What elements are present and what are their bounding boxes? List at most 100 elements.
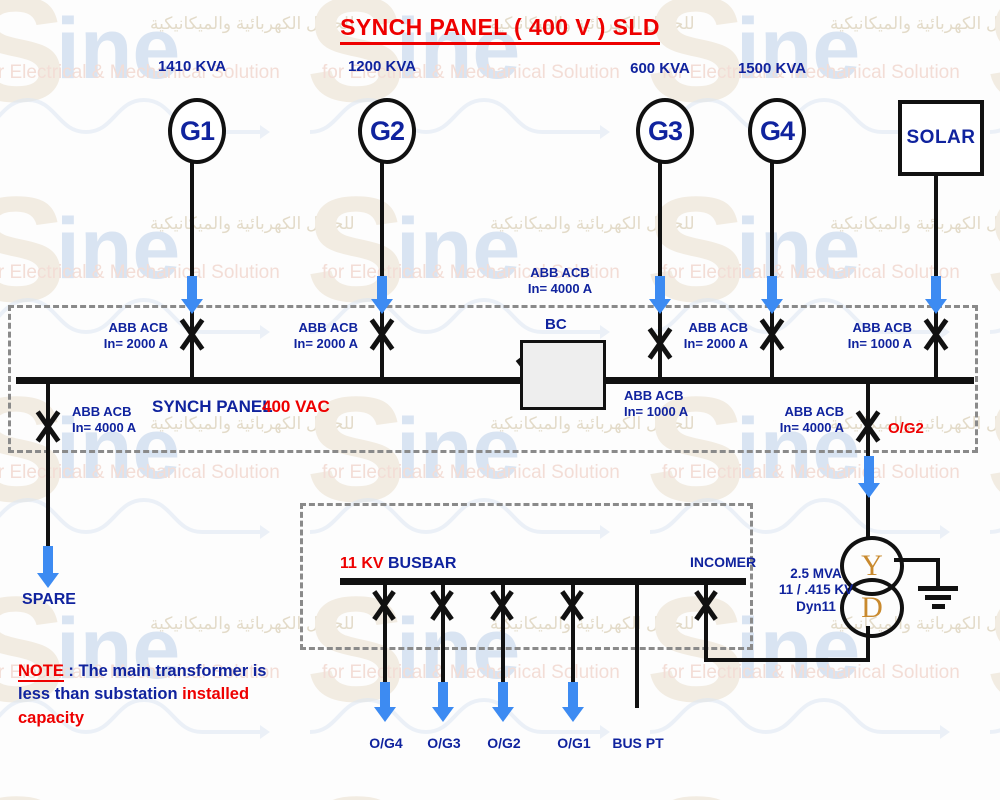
watermark-sine-wave-icon [990, 528, 1000, 534]
spare-feeder-line [46, 452, 50, 550]
note-block: NOTE : The main transformer is less than… [18, 660, 298, 730]
spare-branch-dropper [46, 380, 50, 452]
og4-label: O/G4 [369, 735, 403, 751]
page-title-text: SYNCH PANEL ( 400 V ) SLD [340, 14, 660, 45]
spare-feeder-arrow-icon [36, 546, 60, 590]
transformer-lv-winding[interactable]: D [840, 578, 904, 638]
transformer-neutral-line [894, 558, 940, 562]
buspt-branch-line [635, 580, 639, 708]
breaker-spare-acb-maker: ABB ACB [72, 404, 132, 419]
transformer-capacity: 2.5 MVA [790, 566, 842, 581]
bus-coupler-acb-label: ABB ACB In= 4000 A [500, 265, 620, 297]
mv-busbar-word-label: BUSBAR [388, 555, 457, 572]
og1-label: O/G1 [557, 735, 591, 751]
generator-g1[interactable]: G1 [168, 98, 226, 164]
breaker-og2-mv[interactable] [485, 588, 519, 622]
og2-mv-branch-line [501, 580, 505, 690]
watermark-brand-rest: ine [56, 201, 181, 297]
synch-panel-voltage: 400 VAC [262, 397, 330, 416]
transformer-hv-lead [866, 494, 870, 540]
watermark-english-text: for Electrical & Mechanical Solution [662, 462, 960, 483]
synch-panel-name: SYNCH PANEL [152, 397, 273, 416]
earth-down-lead [936, 558, 940, 588]
breaker-g4-acb[interactable] [754, 316, 790, 352]
breaker-g4-acb-rating: In= 2000 A [683, 335, 748, 351]
breaker-g2-acb-rating: In= 2000 A [293, 335, 358, 351]
breaker-g4-acb-label: ABB ACB In= 2000 A [666, 320, 748, 352]
og2-feeder-label: O/G2 [888, 420, 924, 437]
watermark-sine-wave-icon [990, 128, 1000, 134]
bus-coupler-box[interactable] [520, 340, 606, 410]
watermark-brand-initial: S [0, 165, 67, 333]
breaker-og1[interactable] [555, 588, 589, 622]
solar-label: SOLAR [906, 127, 976, 148]
breaker-g2-acb-maker: ABB ACB [298, 320, 358, 335]
watermark-english-text: for Electrical & Mechanical Solution [322, 662, 620, 683]
solar-source-box[interactable]: SOLAR [898, 100, 984, 176]
g3-rating-label: 600 KVA [630, 60, 690, 77]
breaker-spare-acb-rating: In= 4000 A [72, 419, 137, 435]
breaker-g2-acb[interactable] [364, 316, 400, 352]
breaker-og2-acb-label: ABB ACB In= 4000 A [762, 404, 844, 436]
breaker-spare-acb-label: ABB ACB In= 4000 A [72, 404, 164, 436]
breaker-g1-acb[interactable] [174, 316, 210, 352]
generator-g4[interactable]: G4 [748, 98, 806, 164]
mv-busbar [340, 578, 746, 585]
incomer-riser [704, 580, 708, 660]
transformer-lv-lead [866, 626, 870, 662]
g4-rating-label: 1500 KVA [737, 60, 807, 77]
g3-lead [658, 155, 662, 280]
breaker-spare-acb[interactable] [30, 408, 66, 444]
synch-busbar-left [16, 377, 520, 384]
watermark-sine-wave-icon [650, 697, 950, 739]
og3-label: O/G3 [427, 735, 461, 751]
og2-mv-arrow-icon [492, 682, 514, 722]
breaker-g3-acb-maker: ABB ACB [624, 388, 684, 403]
synch-busbar-right [600, 377, 974, 384]
generator-g4-label: G4 [759, 115, 795, 146]
breaker-g2-acb-label: ABB ACB In= 2000 A [276, 320, 358, 352]
bus-coupler-acb-rating: In= 4000 A [527, 280, 593, 296]
og3-arrow-icon [432, 682, 454, 722]
solar-lead [934, 167, 938, 280]
breaker-og4[interactable] [367, 588, 401, 622]
watermark-arabic-text: للحلول الكهربائية والميكانيكية [150, 214, 355, 233]
watermark-english-text: for Electrical & Mechanical Solution [0, 462, 280, 483]
watermark-brand-initial: S [986, 374, 1000, 524]
breaker-solar-acb-maker: ABB ACB [852, 320, 912, 335]
breaker-incomer[interactable] [689, 588, 723, 622]
og4-arrow-icon [374, 682, 396, 722]
watermark-english-text: for Electrical & Mechanical Solution [322, 462, 620, 483]
g3-infeed-arrow-icon [648, 276, 672, 314]
breaker-solar-acb[interactable] [918, 316, 954, 352]
g2-rating-label: 1200 KVA [347, 58, 417, 75]
generator-g3[interactable]: G3 [636, 98, 694, 164]
incomer-horizontal-link [704, 658, 870, 662]
og2-mv-label: O/G2 [487, 735, 521, 751]
bus-coupler-label: BC [545, 316, 567, 333]
g4-infeed-arrow-icon [760, 276, 784, 314]
watermark-brand-initial: S [646, 774, 746, 800]
watermark-arabic-text: للحلول الكهربائية والميكانيكية [830, 214, 1000, 233]
breaker-g1-acb-maker: ABB ACB [108, 320, 168, 335]
g4-branch-riser [770, 308, 774, 380]
breaker-g3-acb-label: ABB ACB In= 1000 A [624, 388, 716, 420]
mv-busbar-kv-label: 11 KV [340, 555, 384, 572]
breaker-solar-acb-rating: In= 1000 A [847, 335, 912, 351]
page-title: SYNCH PANEL ( 400 V ) SLD [0, 14, 1000, 45]
transformer-lv-winding-label: D [861, 591, 883, 624]
watermark-brand-initial: S [0, 774, 66, 800]
generator-g2[interactable]: G2 [358, 98, 416, 164]
watermark-arabic-text: للحلول الكهربائية والميكانيكية [490, 214, 695, 233]
generator-g3-label: G3 [647, 115, 683, 146]
watermark-english-text: for Electrical & Mechanical Solution [662, 262, 960, 283]
g2-branch-riser [380, 308, 384, 380]
breaker-og2-acb[interactable] [850, 408, 886, 444]
breaker-og3[interactable] [425, 588, 459, 622]
watermark-english-text: for Electrical & Mechanical Solution [662, 662, 960, 683]
